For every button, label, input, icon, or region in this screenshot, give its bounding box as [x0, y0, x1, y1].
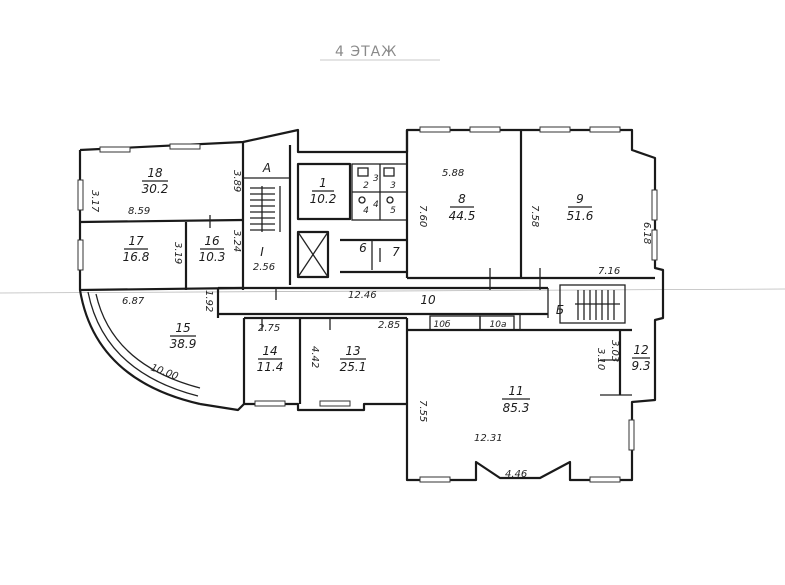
doors	[209, 215, 620, 361]
curved-window-line-inner	[95, 293, 201, 389]
dim-3-10: 3.10	[595, 348, 606, 370]
room-1-area: 10.2	[310, 192, 337, 206]
room-18-number: 18	[147, 166, 163, 180]
room-6-number: 6	[359, 241, 367, 255]
wc-fixture	[357, 167, 369, 177]
room-14-area: 11.4	[257, 360, 284, 374]
dim-6-18: 6.18	[641, 222, 652, 244]
lift-label: I	[260, 245, 264, 259]
room-7-number: 7	[392, 245, 400, 259]
stair-a-steps	[250, 186, 281, 232]
room-10-number: 10	[420, 293, 436, 307]
dim-3-17: 3.17	[89, 190, 100, 213]
room-2-number: 2	[363, 181, 369, 191]
room-5-number: 5	[390, 206, 396, 216]
stair-b-label: Б	[556, 303, 564, 317]
dim-5-88: 5.88	[442, 168, 464, 179]
room-15-number: 15	[175, 321, 190, 335]
dim-3-89: 3.89	[231, 170, 242, 192]
room-10b-number: 10б	[433, 320, 450, 330]
room-1-walls	[296, 162, 352, 221]
dim-3: 3	[373, 174, 379, 184]
wc-fixture-4	[386, 196, 394, 204]
stair-b-steps	[575, 290, 620, 320]
dim-12-31: 12.31	[474, 433, 503, 444]
room-9-number: 9	[576, 192, 584, 206]
stair-b-walls	[559, 284, 626, 324]
room-14-number: 14	[262, 344, 277, 358]
dim-4-46: 4.46	[505, 469, 527, 480]
room-8-area: 44.5	[449, 209, 476, 223]
room-12-area: 9.3	[631, 359, 650, 373]
dim-1-92: 1.92	[203, 290, 214, 312]
dim-2-85: 2.85	[378, 320, 400, 331]
dim-4-42: 4.42	[309, 346, 320, 368]
scan-line	[0, 288, 785, 294]
stair-a-label: А	[262, 161, 271, 175]
room-12-number: 12	[633, 343, 648, 357]
lift-area: 2.56	[253, 262, 275, 273]
plan-title: 4 ЭТАЖ	[335, 44, 397, 60]
curved-window-line	[87, 291, 199, 397]
room-13-area: 25.1	[340, 360, 367, 374]
room-11-area: 85.3	[503, 401, 530, 415]
dim-7-60: 7.60	[417, 205, 428, 227]
room-17-number: 17	[128, 234, 144, 248]
dim-8-59: 8.59	[128, 206, 150, 217]
dim-4: 4	[373, 200, 379, 210]
room-16-number: 16	[204, 234, 220, 248]
wc-fixture-3	[358, 196, 366, 204]
room-17-area: 16.8	[123, 250, 150, 264]
room-16-area: 10.3	[199, 250, 226, 264]
wall-17-15	[79, 286, 244, 292]
lift-shaft	[296, 230, 330, 279]
room-4-number: 4	[363, 206, 369, 216]
room-9-area: 51.6	[567, 209, 594, 223]
dim-2-75: 2.75	[258, 323, 280, 334]
room-3-number: 3	[390, 181, 396, 191]
west-curved-bay	[78, 150, 201, 406]
lift-cross-2	[297, 231, 329, 278]
room-18-area: 30.2	[142, 182, 169, 196]
dim-7-58: 7.58	[529, 205, 540, 227]
wc-fixture-2	[383, 167, 395, 177]
room-1-number: 1	[319, 176, 327, 190]
dim-7-55: 7.55	[417, 400, 428, 422]
wall-18-17	[79, 218, 244, 224]
dim-7-16: 7.16	[598, 266, 620, 277]
windows	[77, 126, 658, 483]
dim-12-46: 12.46	[348, 290, 377, 301]
room-11-number: 11	[508, 384, 523, 398]
room-10a-number: 10а	[490, 320, 507, 330]
dim-3-24: 3.24	[231, 230, 242, 252]
room-13-number: 13	[345, 344, 360, 358]
dim-3-03: 3.03	[609, 340, 620, 362]
dim-6-87: 6.87	[122, 296, 145, 307]
room-8-number: 8	[458, 192, 466, 206]
dim-3-19: 3.19	[172, 242, 183, 264]
room-15-area: 38.9	[170, 337, 197, 351]
